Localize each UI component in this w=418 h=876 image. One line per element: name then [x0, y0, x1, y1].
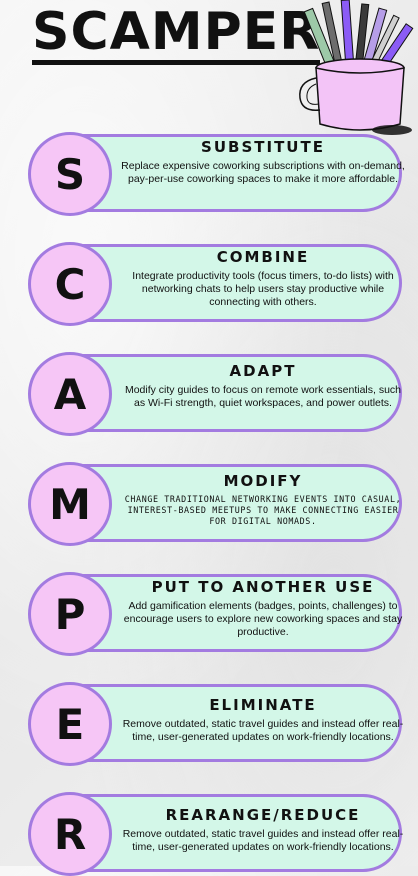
- letter: E: [55, 699, 85, 749]
- letter: A: [53, 369, 87, 419]
- letter: P: [54, 589, 86, 639]
- scamper-row-adapt: A ADAPT Modify city guides to focus on r…: [28, 352, 406, 436]
- row-description: Remove outdated, static travel guides an…: [122, 828, 404, 853]
- letter: C: [54, 259, 86, 309]
- letter-badge: P: [28, 572, 112, 656]
- row-description: Remove outdated, static travel guides an…: [122, 718, 404, 743]
- letter: S: [54, 149, 86, 199]
- scamper-row-eliminate: E ELIMINATE Remove outdated, static trav…: [28, 682, 406, 766]
- row-heading: ADAPT: [229, 362, 297, 380]
- row-heading: MODIFY: [223, 472, 303, 490]
- letter-badge: C: [28, 242, 112, 326]
- letter-badge: M: [28, 462, 112, 546]
- letter: M: [49, 479, 91, 529]
- row-description: Modify city guides to focus on remote wo…: [124, 384, 402, 409]
- pencil-cup-icon: [299, 0, 414, 135]
- letter-badge: A: [28, 352, 112, 436]
- row-heading: COMBINE: [216, 248, 310, 266]
- letter-badge: S: [28, 132, 112, 216]
- page-title: SCAMPER: [32, 4, 321, 65]
- scamper-row-put-to-another-use: P PUT TO ANOTHER USE Add gamification el…: [28, 572, 406, 656]
- row-heading: SUBSTITUTE: [201, 138, 325, 156]
- row-heading: REARANGE/REDUCE: [165, 806, 361, 824]
- letter-badge: E: [28, 682, 112, 766]
- row-description: CHANGE TRADITIONAL NETWORKING EVENTS INT…: [124, 494, 402, 526]
- row-description: Replace expensive coworking subscription…: [121, 160, 405, 185]
- scamper-row-combine: C COMBINE Integrate productivity tools (…: [28, 242, 406, 326]
- letter: R: [53, 809, 87, 859]
- row-description: Add gamification elements (badges, point…: [123, 600, 403, 638]
- row-description: Integrate productivity tools (focus time…: [132, 270, 394, 308]
- row-heading: PUT TO ANOTHER USE: [151, 578, 375, 596]
- row-heading: ELIMINATE: [209, 696, 317, 714]
- scamper-row-rearrange-reduce: R REARANGE/REDUCE Remove outdated, stati…: [28, 792, 406, 876]
- scamper-row-substitute: S SUBSTITUTE Replace expensive coworking…: [28, 132, 406, 216]
- scamper-row-modify: M MODIFY CHANGE TRADITIONAL NETWORKING E…: [28, 462, 406, 546]
- letter-badge: R: [28, 792, 112, 876]
